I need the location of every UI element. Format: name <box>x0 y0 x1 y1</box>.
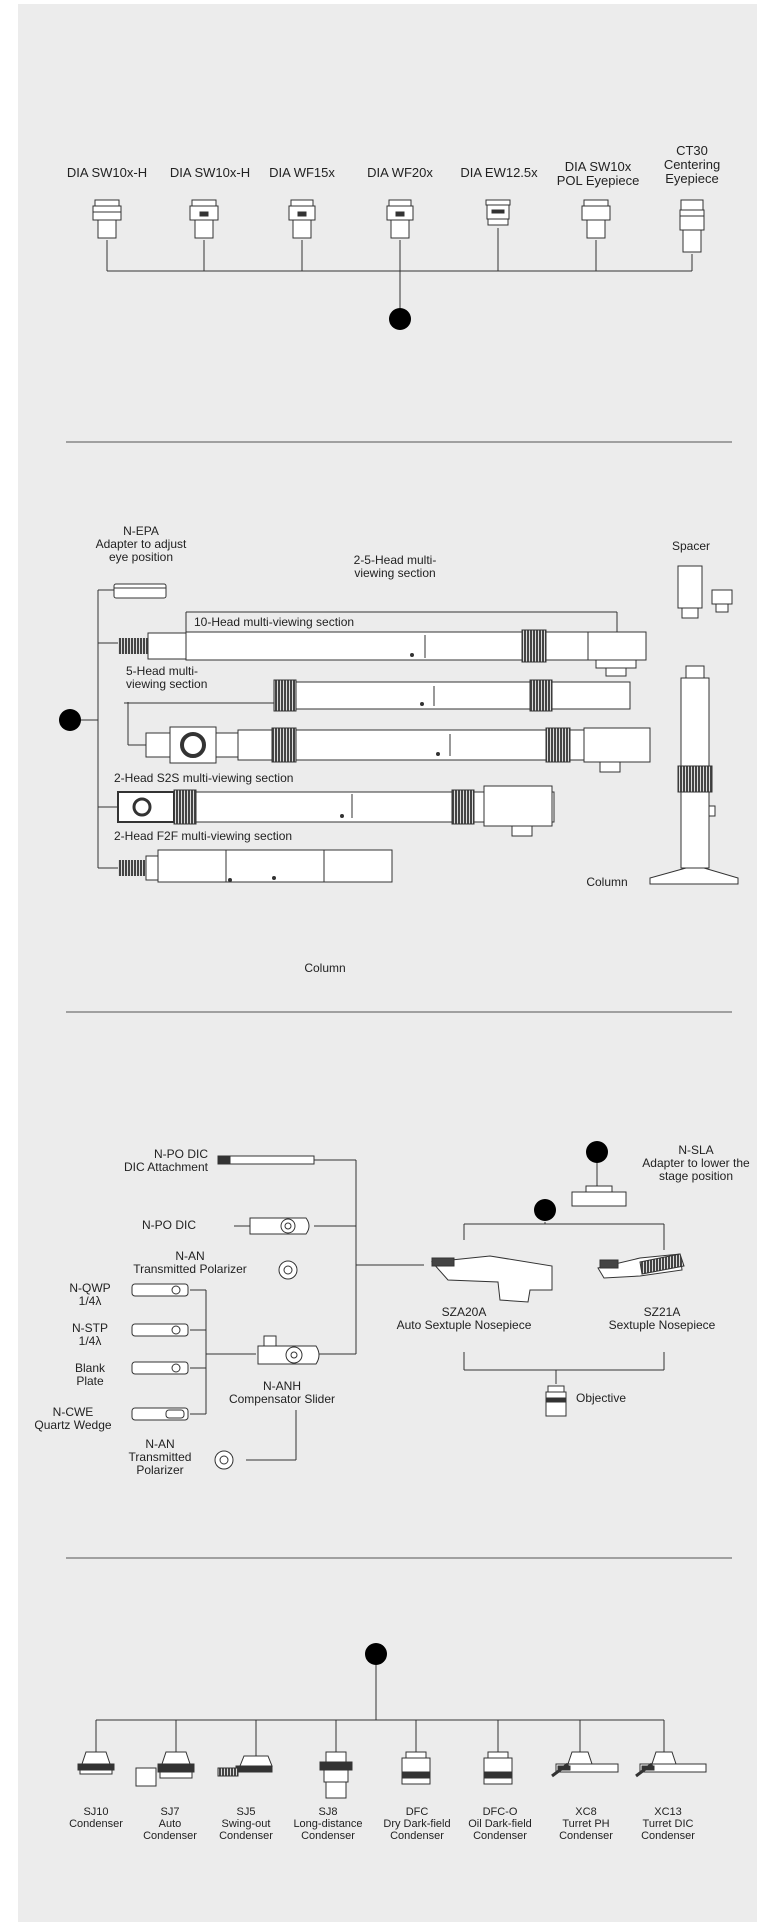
column-label-right: Column <box>586 875 628 889</box>
eyepiece-connector-lines <box>106 228 693 308</box>
nqwp-label: N-QWP 1/4λ <box>69 1281 111 1308</box>
spacer-label: Spacer <box>671 539 711 553</box>
head2f2f-label: 2-Head F2F multi-viewing section <box>114 829 293 843</box>
condenser-label-dfc: DFC Dry Dark-field Condenser <box>383 1806 451 1842</box>
eyepiece-label-sw10pol: DIA SW10x POL Eyepiece <box>556 159 640 188</box>
head10-body <box>118 629 647 677</box>
condenser-label-sj8: SJ8 Long-distance Condenser <box>293 1806 363 1842</box>
nsla-label: N-SLA Adapter to lower the stage positio… <box>642 1143 750 1183</box>
blank-plate-label: Blank Plate <box>74 1361 106 1388</box>
nepa-label: N-EPA Adapter to adjust eye position <box>95 524 187 564</box>
eyepiece-label-wf15: DIA WF15x <box>269 165 335 180</box>
plate-shapes <box>131 1283 189 1421</box>
eyepiece-label-sw10h-b: DIA SW10x-H <box>169 165 251 180</box>
sz21a-label: SZ21A Sextuple Nosepiece <box>608 1305 716 1332</box>
condenser-label-sj7: SJ7 Auto Condenser <box>143 1806 197 1842</box>
head2s2s-label: 2-Head S2S multi-viewing section <box>114 771 294 785</box>
head2f2f-body <box>118 849 393 883</box>
sz21a-shape <box>597 1253 685 1279</box>
condenser-label-xc8: XC8 Turret PH Condenser <box>559 1806 613 1842</box>
head5-label: 5-Head multi- viewing section <box>126 664 208 691</box>
head2s2s-body <box>117 785 555 837</box>
connection-node-eyepieces <box>389 308 411 330</box>
eyepiece-label-sw10h-a: DIA SW10x-H <box>66 165 148 180</box>
eyepiece-icons <box>92 199 705 253</box>
connection-node-condensers <box>365 1643 387 1665</box>
nosepiece-tree-lines <box>463 1160 665 1384</box>
head5-lower-bar <box>145 726 651 773</box>
npodic-label: N-PO DIC <box>142 1218 196 1232</box>
nanh-label: N-ANH Compensator Slider <box>228 1379 336 1406</box>
objective-shape <box>545 1385 567 1417</box>
sza20a-label: SZA20A Auto Sextuple Nosepiece <box>396 1305 532 1332</box>
condenser-label-dfco: DFC-O Oil Dark-field Condenser <box>468 1806 532 1842</box>
column-label-below: Column <box>304 961 346 975</box>
head10-label: 10-Head multi-viewing section <box>194 615 355 629</box>
connection-node-multiview <box>59 709 81 731</box>
background-panel <box>18 4 757 1922</box>
connection-node-nsla <box>586 1141 608 1163</box>
condenser-label-sj5: SJ5 Swing-out Condenser <box>219 1806 273 1842</box>
nan-top-label: N-AN Transmitted Polarizer <box>133 1249 247 1276</box>
polarizer-bottom-shape <box>214 1450 234 1470</box>
spacer-shape <box>677 565 733 619</box>
eyepiece-label-ct30: CT30 Centering Eyepiece <box>663 143 721 186</box>
head25-label: 2-5-Head multi- viewing section <box>353 553 437 580</box>
nstp-label: N-STP 1/4λ <box>72 1321 108 1348</box>
polarizer-top-shape <box>278 1260 298 1280</box>
sza20a-shape <box>430 1255 553 1303</box>
column-stand-shape <box>649 665 739 885</box>
nsla-adapter-shape <box>571 1185 627 1207</box>
condenser-icons <box>77 1751 707 1799</box>
nan-bottom-label: N-AN Transmitted Polarizer <box>128 1437 192 1477</box>
condenser-tree-lines <box>95 1665 665 1756</box>
connection-node-nosepiece <box>534 1199 556 1221</box>
eyepiece-label-ew125: DIA EW12.5x <box>460 165 538 180</box>
multiview-tree-lines <box>78 589 618 869</box>
condenser-label-xc13: XC13 Turret DIC Condenser <box>641 1806 695 1842</box>
npodic-attachment-label: N-PO DIC DIC Attachment <box>123 1147 208 1174</box>
npodic-slider-shape <box>234 1217 310 1235</box>
dic-attachment-shape <box>217 1155 315 1165</box>
nanh-slider-shape <box>257 1335 320 1365</box>
nepa-adapter-shape <box>113 583 167 599</box>
ncwe-label: N-CWE Quartz Wedge <box>34 1405 112 1432</box>
objective-label: Objective <box>576 1391 627 1405</box>
head5-upper-bar <box>273 679 631 712</box>
dic-tree-lines <box>190 1159 424 1461</box>
condenser-label-sj10: SJ10 Condenser <box>69 1806 123 1830</box>
eyepiece-label-wf20: DIA WF20x <box>367 165 433 180</box>
